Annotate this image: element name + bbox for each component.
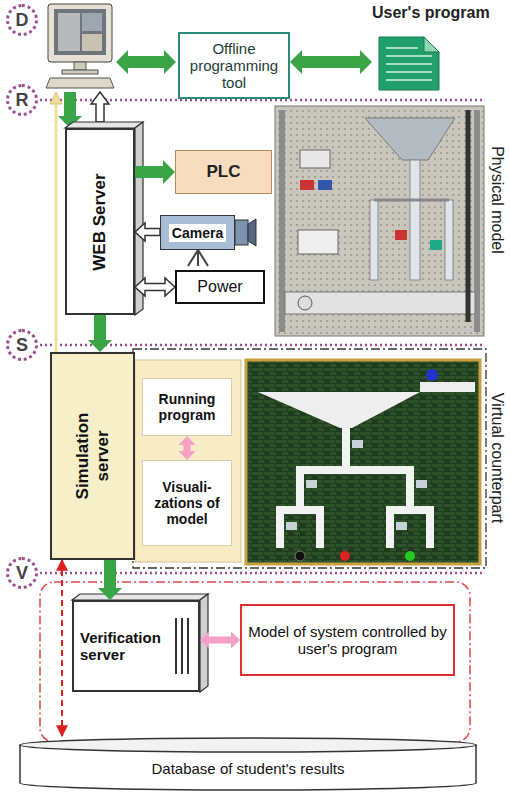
flow-arrow xyxy=(135,160,175,184)
section-letter-text: R xyxy=(16,90,29,111)
link-arrow xyxy=(55,102,58,352)
document-heading: User's program xyxy=(372,4,486,22)
simulation-visualization xyxy=(246,360,480,564)
label-anchor: Virtual counterpart xyxy=(397,446,510,470)
signal-arrow xyxy=(135,278,175,296)
arrow-head xyxy=(50,92,62,104)
section-letter-text: D xyxy=(16,10,29,31)
section-letter: D xyxy=(6,4,38,36)
section-letter: S xyxy=(6,329,38,361)
box-label: Model of system controlled by user's pro… xyxy=(248,623,447,657)
model-box: Model of system controlled by user's pro… xyxy=(240,604,455,676)
exchange-arrow xyxy=(179,436,196,460)
flow-arrow xyxy=(88,315,112,352)
section-divider xyxy=(40,100,484,573)
label-anchor: Physical model xyxy=(397,188,510,212)
section-label: Physical model xyxy=(488,146,506,254)
box-label: Visuali- zations of model xyxy=(149,479,225,527)
program-document: User's program xyxy=(372,4,486,92)
power-box: Power xyxy=(175,270,265,304)
box-label: Database of student's results xyxy=(152,760,345,777)
section-letter-text: V xyxy=(16,563,28,584)
flow-arrow xyxy=(290,50,372,74)
server-label: WEB Server xyxy=(90,147,110,297)
server-label: Verification server xyxy=(80,629,168,663)
box-label: Running program xyxy=(149,391,225,423)
section-letter: V xyxy=(6,557,38,589)
box-label: Offline programming tool xyxy=(186,40,282,91)
region-frame xyxy=(40,582,470,742)
server-box: WEB Server xyxy=(65,128,135,315)
region-frame xyxy=(133,349,486,568)
flow-arrow xyxy=(98,560,122,600)
section-letter: R xyxy=(6,84,38,116)
process-box: Visuali- zations of model xyxy=(142,460,232,546)
tool-box: Offline programming tool xyxy=(178,32,290,99)
server-box: Verification server xyxy=(72,600,200,692)
link-arrow xyxy=(116,50,176,74)
document-icon xyxy=(378,36,440,91)
database-cylinder: Database of student's results xyxy=(18,736,478,792)
physical-model-photo xyxy=(275,106,484,336)
server-label: Simulation server xyxy=(73,396,113,516)
camera-body: Camera xyxy=(160,215,235,250)
link-arrow xyxy=(91,92,109,122)
box-label: Camera xyxy=(169,224,226,242)
section-label: Virtual counterpart xyxy=(488,393,506,523)
signal-arrow xyxy=(135,223,160,241)
section-letter-text: S xyxy=(16,335,28,356)
box-label: PLC xyxy=(207,162,241,182)
exchange-arrow xyxy=(200,632,240,649)
computer-illustration xyxy=(46,4,114,88)
process-box: Running program xyxy=(142,378,232,436)
box-label: Power xyxy=(197,278,242,296)
plc-box: PLC xyxy=(175,150,272,194)
results-link xyxy=(61,560,63,736)
server-box: Simulation server xyxy=(50,352,135,560)
simulation-panel xyxy=(135,360,241,562)
server-slots xyxy=(173,616,193,676)
